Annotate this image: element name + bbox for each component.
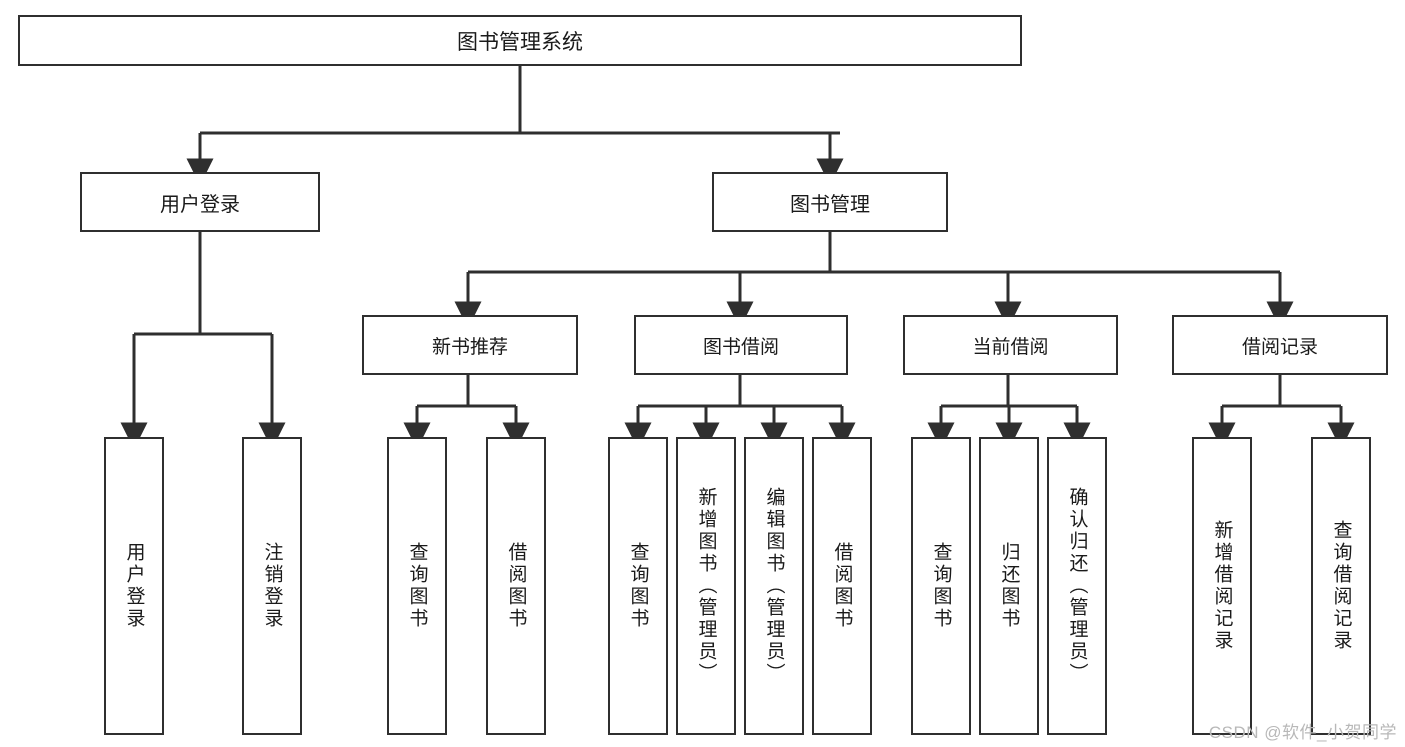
leaf-label: 编辑图书（管理员） — [763, 487, 785, 685]
node-new-book-recommend[interactable]: 新书推荐 — [362, 315, 578, 375]
leaf-label: 查询图书 — [930, 542, 952, 630]
leaf-return-book[interactable]: 归还图书 — [979, 437, 1039, 735]
leaf-add-book-admin[interactable]: 新增图书（管理员） — [676, 437, 736, 735]
leaf-query-borrow-record[interactable]: 查询借阅记录 — [1311, 437, 1371, 735]
leaf-label: 归还图书 — [998, 542, 1020, 630]
leaf-user-logout[interactable]: 注销登录 — [242, 437, 302, 735]
leaf-borrow-book[interactable]: 借阅图书 — [812, 437, 872, 735]
leaf-label: 确认归还（管理员） — [1066, 487, 1088, 685]
node-borrow-record[interactable]: 借阅记录 — [1172, 315, 1388, 375]
leaf-edit-book-admin[interactable]: 编辑图书（管理员） — [744, 437, 804, 735]
node-label: 当前借阅 — [972, 336, 1049, 358]
leaf-confirm-return-admin[interactable]: 确认归还（管理员） — [1047, 437, 1107, 735]
watermark-text: CSDN @软件_小贺同学 — [1208, 723, 1397, 742]
leaf-query-book-recommend[interactable]: 查询图书 — [387, 437, 447, 735]
leaf-label: 新增借阅记录 — [1211, 520, 1233, 652]
leaf-label: 借阅图书 — [505, 542, 527, 630]
node-label: 图书借阅 — [702, 336, 779, 358]
leaf-user-login[interactable]: 用户登录 — [104, 437, 164, 735]
node-label: 用户登录 — [160, 193, 240, 216]
leaf-label: 借阅图书 — [831, 542, 853, 630]
node-label: 借阅记录 — [1241, 336, 1318, 358]
leaf-query-book-borrow[interactable]: 查询图书 — [608, 437, 668, 735]
leaf-borrow-book-recommend[interactable]: 借阅图书 — [486, 437, 546, 735]
node-root-system[interactable]: 图书管理系统 — [18, 15, 1022, 66]
node-current-borrow[interactable]: 当前借阅 — [903, 315, 1118, 375]
leaf-query-book-current[interactable]: 查询图书 — [911, 437, 971, 735]
node-user-login[interactable]: 用户登录 — [80, 172, 320, 232]
leaf-label: 注销登录 — [261, 542, 283, 630]
node-label: 图书管理系统 — [457, 30, 583, 54]
leaf-label: 查询图书 — [406, 542, 428, 630]
leaf-label: 查询借阅记录 — [1330, 520, 1352, 652]
node-label: 新书推荐 — [431, 336, 508, 358]
leaf-add-borrow-record[interactable]: 新增借阅记录 — [1192, 437, 1252, 735]
node-book-borrow[interactable]: 图书借阅 — [634, 315, 848, 375]
leaf-label: 查询图书 — [627, 542, 649, 630]
node-label: 图书管理 — [790, 193, 870, 216]
leaf-label: 用户登录 — [123, 542, 145, 630]
node-book-management[interactable]: 图书管理 — [712, 172, 948, 232]
leaf-label: 新增图书（管理员） — [695, 487, 717, 685]
